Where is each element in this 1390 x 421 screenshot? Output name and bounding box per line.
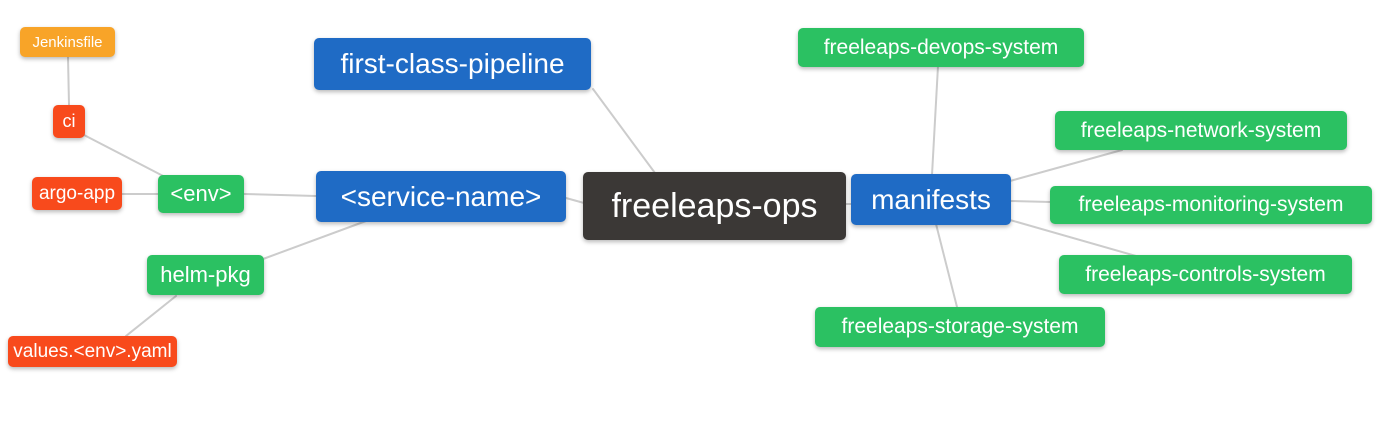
node-freeleaps-network-system[interactable]: freeleaps-network-system xyxy=(1055,111,1347,150)
edge-jenkinsfile-ci xyxy=(67,56,70,106)
edge-values-env-yaml-helm-pkg xyxy=(125,295,177,337)
node-jenkinsfile[interactable]: Jenkinsfile xyxy=(20,27,115,57)
node-ci[interactable]: ci xyxy=(53,105,85,138)
edge-first-class-pipeline-freeleaps-ops xyxy=(592,88,656,174)
node-freeleaps-devops-system[interactable]: freeleaps-devops-system xyxy=(798,28,1084,67)
node-first-class-pipeline[interactable]: first-class-pipeline xyxy=(314,38,591,90)
edge-manifests-freeleaps-controls-system xyxy=(1009,219,1137,257)
edge-manifests-freeleaps-network-system xyxy=(1009,149,1123,182)
node-freeleaps-storage-system[interactable]: freeleaps-storage-system xyxy=(815,307,1105,347)
edge-manifests-freeleaps-storage-system xyxy=(935,223,958,308)
node-freeleaps-monitoring-system[interactable]: freeleaps-monitoring-system xyxy=(1050,186,1372,224)
edge-ci-env xyxy=(83,134,168,179)
edge-manifests-freeleaps-monitoring-system xyxy=(1009,200,1052,203)
node-service-name[interactable]: <service-name> xyxy=(316,171,566,222)
node-freeleaps-ops[interactable]: freeleaps-ops xyxy=(583,172,846,240)
node-manifests[interactable]: manifests xyxy=(851,174,1011,225)
node-freeleaps-controls-system[interactable]: freeleaps-controls-system xyxy=(1059,255,1352,294)
node-argo-app[interactable]: argo-app xyxy=(32,177,122,210)
node-env[interactable]: <env> xyxy=(158,175,244,213)
edge-helm-pkg-service-name xyxy=(262,220,367,260)
node-helm-pkg[interactable]: helm-pkg xyxy=(147,255,264,295)
edge-manifests-freeleaps-devops-system xyxy=(931,65,939,176)
edge-service-name-freeleaps-ops xyxy=(565,197,585,204)
node-values-env-yaml[interactable]: values.<env>.yaml xyxy=(8,336,177,367)
edge-env-service-name xyxy=(243,193,317,197)
